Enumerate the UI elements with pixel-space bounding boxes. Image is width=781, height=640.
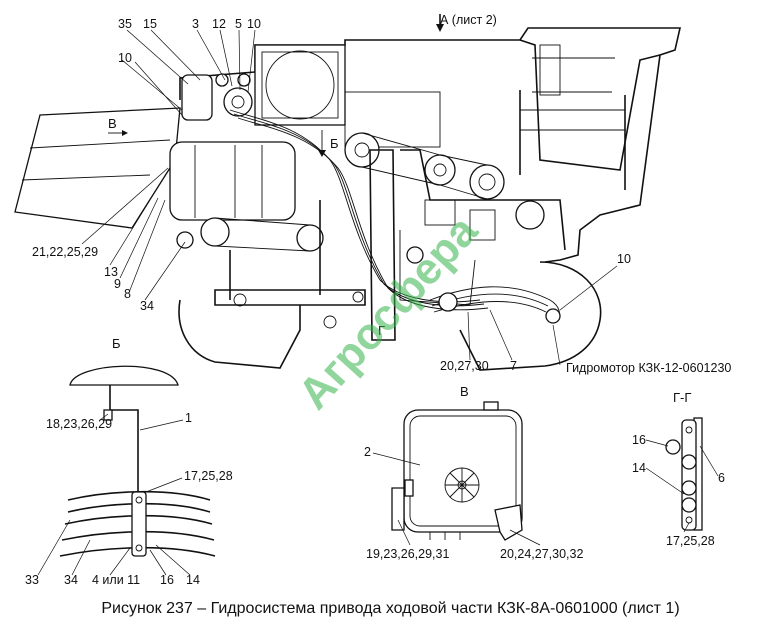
callout-10-right: 10 <box>617 252 631 266</box>
view-v-callout-19-23-26-29-31: 19,23,26,29,31 <box>366 547 449 561</box>
view-b-callout-14: 14 <box>186 573 200 587</box>
view-b-title: Б <box>112 336 121 351</box>
callout-15: 15 <box>143 17 157 31</box>
view-g-detail <box>645 417 719 533</box>
callout-20-27-30: 20,27,30 <box>440 359 489 373</box>
view-g-callout-17-25-28: 17,25,28 <box>666 534 715 548</box>
view-g-callout-16: 16 <box>632 433 646 447</box>
callout-10-left: 10 <box>118 51 132 65</box>
callout-10-top: 10 <box>247 17 261 31</box>
view-g-callout-14: 14 <box>632 461 646 475</box>
callout-8: 8 <box>124 287 131 301</box>
view-b-callout-16: 16 <box>160 573 174 587</box>
view-v-callout-20-24-27-30-32: 20,24,27,30,32 <box>500 547 583 561</box>
figure-caption: Рисунок 237 – Гидросистема привода ходов… <box>101 600 680 617</box>
callout-35: 35 <box>118 17 132 31</box>
callout-13: 13 <box>104 265 118 279</box>
hydromotor-label: Гидромотор КЗК-12-0601230 <box>566 361 731 375</box>
view-g-title: Г-Г <box>673 390 691 405</box>
view-a-arrow-label: А (лист 2) <box>440 13 497 27</box>
view-b-callout-33: 33 <box>25 573 39 587</box>
section-mark-g: Г <box>378 323 385 338</box>
view-b-callout-4-or-11: 4 или 11 <box>92 573 140 587</box>
header-platform <box>14 107 181 229</box>
callout-3: 3 <box>192 17 199 31</box>
view-v-detail <box>372 401 541 546</box>
view-b-callout-34: 34 <box>64 573 78 587</box>
callout-21-22-25-29: 21,22,25,29 <box>32 245 98 259</box>
callout-5: 5 <box>235 17 242 31</box>
callout-12: 12 <box>212 17 226 31</box>
callout-7: 7 <box>510 359 517 373</box>
section-mark-b: Б <box>330 136 339 151</box>
view-b-callout-1: 1 <box>185 411 192 425</box>
callout-34: 34 <box>140 299 154 313</box>
view-g-callout-6: 6 <box>718 471 725 485</box>
view-b-detail <box>37 365 216 576</box>
view-b-callout-17-25-28: 17,25,28 <box>184 469 233 483</box>
main-view-leaders <box>81 14 618 366</box>
view-v-title: В <box>460 384 469 399</box>
view-v-callout-2: 2 <box>364 445 371 459</box>
main-view <box>14 27 682 371</box>
section-mark-v: В <box>108 116 117 131</box>
view-b-callout-18-23-26-29: 18,23,26,29 <box>46 417 112 431</box>
callout-9: 9 <box>114 277 121 291</box>
